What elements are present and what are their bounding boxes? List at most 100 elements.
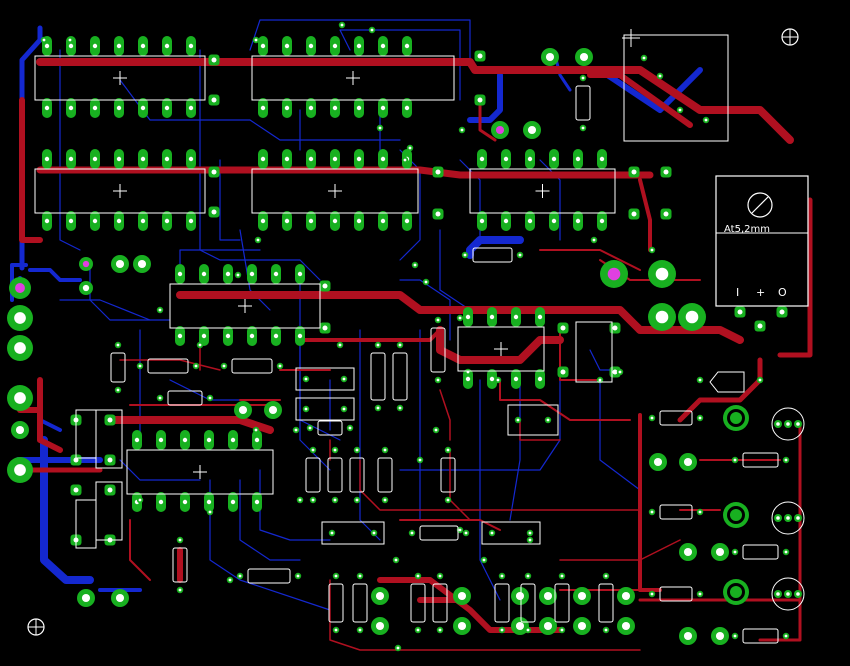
bottom-trace <box>219 159 241 241</box>
pad-drill <box>796 592 800 596</box>
top-trace <box>559 329 601 381</box>
pad-drill <box>776 592 780 596</box>
resistor-outline <box>147 358 189 374</box>
via-drill <box>436 378 440 382</box>
via-drill <box>394 558 398 562</box>
pad-drill <box>182 499 188 505</box>
via-drill <box>308 426 312 430</box>
pad-drill <box>308 43 314 49</box>
regulator-outline <box>715 175 809 307</box>
regulator-pin-gnd: + <box>756 286 765 299</box>
resistor-outline <box>472 247 513 263</box>
via-drill <box>396 646 400 650</box>
pad-drill <box>115 259 125 269</box>
bottom-trace <box>239 479 301 561</box>
via-drill <box>333 498 337 502</box>
pad-drill <box>786 422 790 426</box>
pad-drill <box>621 621 631 631</box>
pad-drill <box>92 156 98 162</box>
via-drill <box>500 574 504 578</box>
capacitor-tab-outline <box>709 371 745 393</box>
resistor-outline <box>110 352 126 383</box>
via-drill <box>376 343 380 347</box>
via-drill <box>358 628 362 632</box>
via-drill <box>378 126 382 130</box>
capacitor-outline <box>507 404 559 436</box>
via-drill <box>334 574 338 578</box>
via-drill <box>604 574 608 578</box>
via-drill <box>446 448 450 452</box>
bottom-trace <box>249 19 471 61</box>
pad-drill <box>140 43 146 49</box>
pad-drill <box>513 314 519 320</box>
pad-drill <box>164 218 170 224</box>
via-drill <box>784 550 788 554</box>
via-drill <box>784 634 788 638</box>
bottom-trace <box>179 249 261 271</box>
pad-drill <box>477 97 483 103</box>
top-trace <box>519 419 561 441</box>
pad-drill <box>164 156 170 162</box>
pad-drill <box>273 333 279 339</box>
bottom-trace <box>28 268 82 282</box>
pad-drill <box>92 218 98 224</box>
pad-drill <box>322 325 328 331</box>
pad-drill <box>375 621 385 631</box>
pad-drill <box>14 312 26 324</box>
bottom-trace <box>509 379 521 521</box>
pad-drill <box>457 621 467 631</box>
via-drill <box>698 592 702 596</box>
pad-drill <box>527 218 533 224</box>
pads-layer <box>7 21 802 652</box>
via-drill <box>500 628 504 632</box>
resistor-outline <box>432 583 448 623</box>
pad-drill <box>297 333 303 339</box>
resistor-outline <box>172 547 188 583</box>
via-drill <box>403 158 407 162</box>
top-trace <box>329 579 641 651</box>
pad-drill <box>683 547 693 557</box>
via-drill <box>158 308 162 312</box>
pad-drill <box>332 156 338 162</box>
pad-drill <box>164 43 170 49</box>
silkscreen-layer <box>34 34 805 644</box>
pad-drill <box>260 43 266 49</box>
pad-drill <box>737 309 743 315</box>
pad-drill <box>284 105 290 111</box>
pad-drill <box>663 169 669 175</box>
resistor-outline <box>317 420 343 436</box>
pad-drill <box>465 376 471 382</box>
ic-outline <box>469 168 616 214</box>
pad-drill <box>543 591 553 601</box>
pad-drill <box>503 218 509 224</box>
resistor-outline <box>659 410 693 426</box>
pad-drill <box>206 437 212 443</box>
via-drill <box>546 418 550 422</box>
pad-drill <box>182 437 188 443</box>
pad-drill <box>268 405 278 415</box>
via-drill <box>416 574 420 578</box>
pad-drill <box>297 271 303 277</box>
via-drill <box>733 634 737 638</box>
via-drill <box>642 56 646 60</box>
via-drill <box>296 574 300 578</box>
pad-drill <box>211 209 217 215</box>
pad-drill <box>577 621 587 631</box>
resistor-outline <box>392 352 408 401</box>
pad-drill <box>683 457 693 467</box>
pad-drill <box>599 156 605 162</box>
pad-drill <box>655 310 669 324</box>
pad-drill <box>44 43 50 49</box>
via-drill <box>340 23 344 27</box>
pad-drill <box>612 325 618 331</box>
top-trace <box>587 72 693 128</box>
pad-drill <box>375 591 385 601</box>
pad-drill <box>140 156 146 162</box>
pad-drill <box>308 156 314 162</box>
voltage-regulator[interactable]: At5,2mm I + O <box>715 175 809 307</box>
via-drill <box>704 118 708 122</box>
capacitor-outline <box>95 409 123 469</box>
pad-drill <box>73 457 79 463</box>
pad-drill <box>284 43 290 49</box>
pad-drill <box>254 499 260 505</box>
